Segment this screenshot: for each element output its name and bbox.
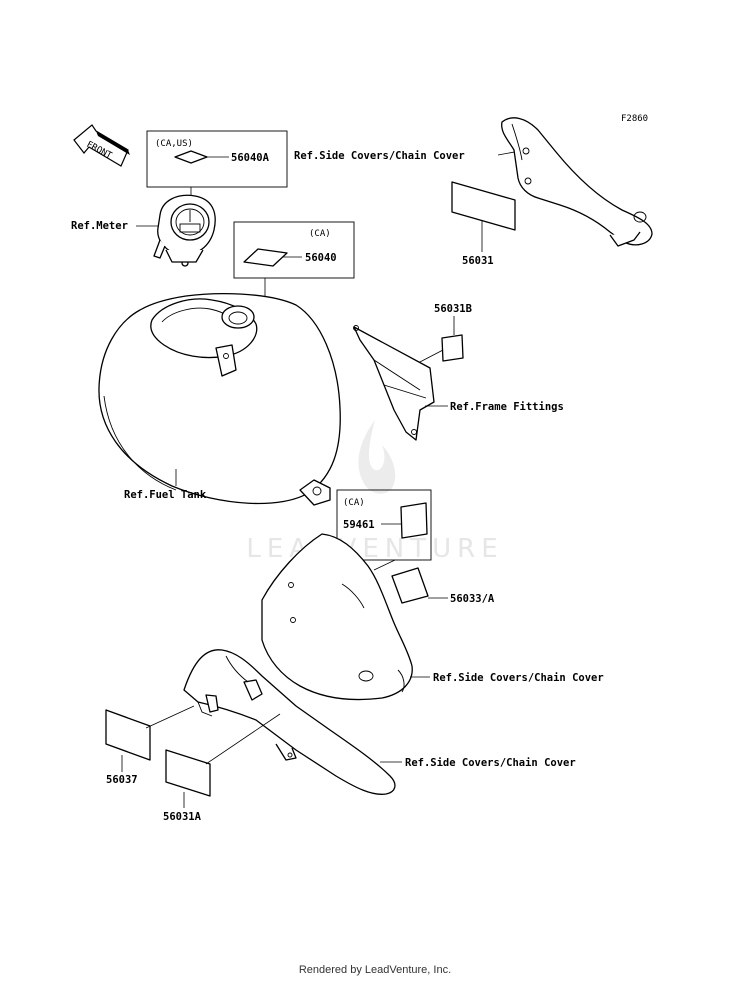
ref-frame-fittings-label: Ref.Frame Fittings	[450, 401, 564, 413]
region-ca-2: (CA)	[343, 498, 365, 508]
part-56031A: 56031A	[163, 811, 202, 823]
decal-56033A-icon	[391, 567, 429, 604]
decal-56040-icon	[243, 248, 288, 267]
decal-56040A-icon	[174, 150, 208, 164]
label-box-ca-us: (CA,US) 56040A	[146, 130, 288, 202]
ref-side-covers-top-label: Ref.Side Covers/Chain Cover	[294, 150, 465, 162]
chain-cover-illustration	[183, 649, 396, 795]
decal-59461-icon	[400, 502, 428, 539]
watermark: LEADVENTURE	[246, 420, 503, 564]
region-ca-us: (CA,US)	[155, 139, 193, 149]
upper-side-cover-illustration	[501, 117, 653, 247]
decal-56037-icon	[105, 709, 151, 761]
meter-illustration	[153, 194, 216, 267]
decal-56031-icon	[451, 181, 516, 231]
ref-side-covers-mid-label: Ref.Side Covers/Chain Cover	[433, 672, 604, 684]
middle-side-cover-illustration	[261, 533, 413, 701]
part-56040A: 56040A	[231, 152, 270, 164]
decal-56031B-icon	[441, 334, 464, 362]
region-ca-1: (CA)	[309, 229, 331, 239]
ref-fuel-tank-label: Ref.Fuel Tank	[124, 489, 207, 501]
label-box-ca-59461: (CA) 59461	[336, 489, 432, 571]
part-59461: 59461	[343, 519, 375, 531]
decal-56031A-icon	[165, 749, 211, 797]
fuel-tank-illustration	[98, 293, 341, 506]
figure-code: F2860	[621, 114, 648, 124]
front-arrow-icon: FRONT	[73, 124, 130, 167]
ref-side-covers-bottom-label: Ref.Side Covers/Chain Cover	[405, 757, 576, 769]
part-56031: 56031	[462, 255, 494, 267]
watermark-flame-icon	[358, 420, 396, 494]
footer-credit: Rendered by LeadVenture, Inc.	[298, 964, 452, 976]
part-56033A: 56033/A	[450, 593, 495, 605]
frame-fittings-illustration	[353, 325, 435, 441]
part-56040: 56040	[305, 252, 337, 264]
part-56037: 56037	[106, 774, 138, 786]
ref-meter-label: Ref.Meter	[71, 220, 128, 232]
part-56031B: 56031B	[434, 303, 472, 315]
watermark-text: LEADVENTURE	[246, 534, 503, 564]
